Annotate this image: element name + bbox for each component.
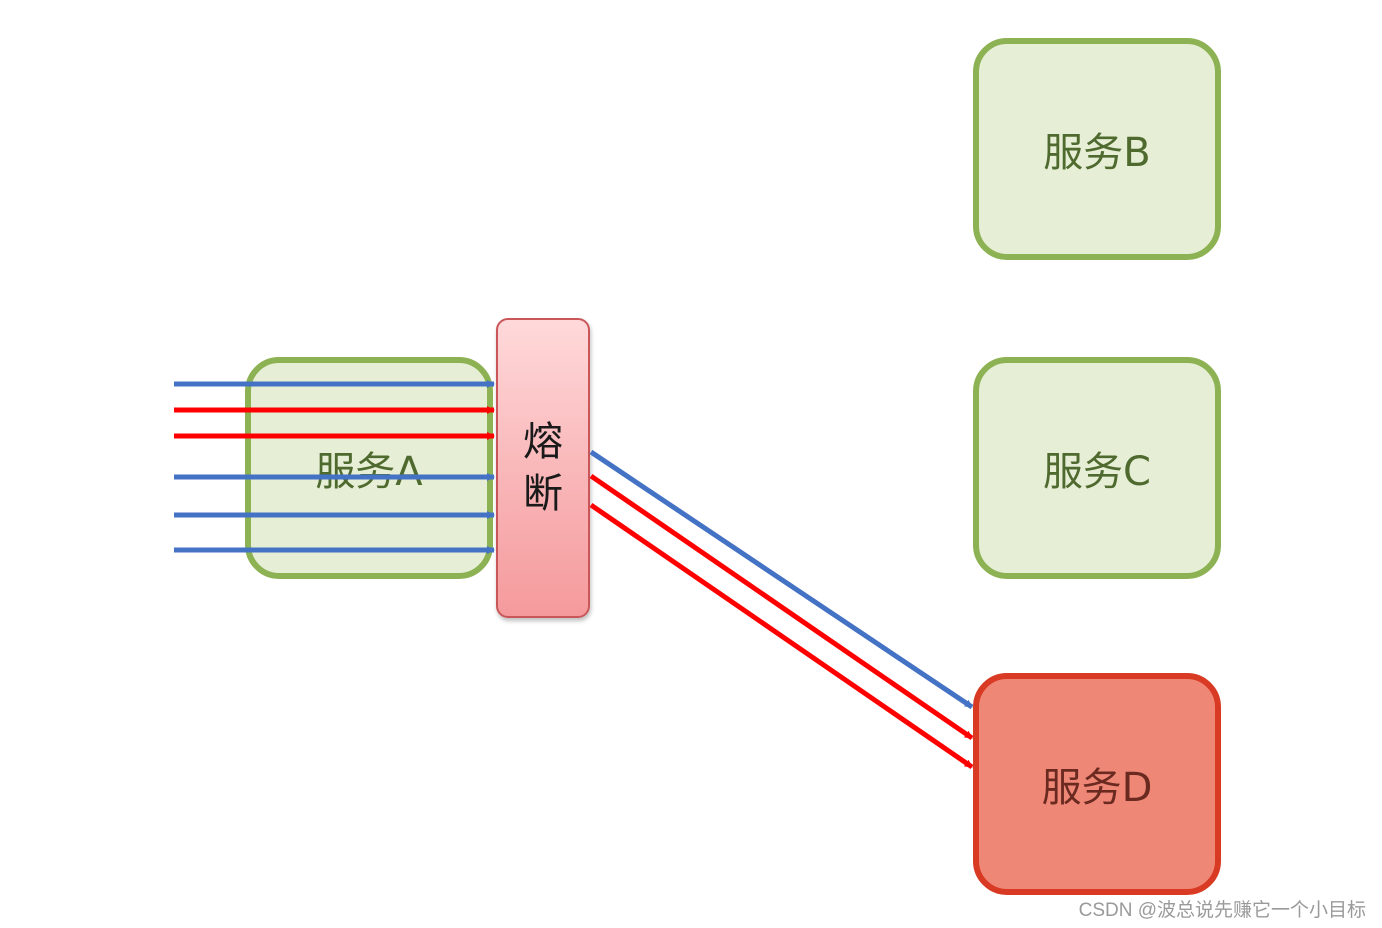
forwarded-request-arrow-2 bbox=[589, 473, 974, 741]
forwarded-request-arrow-1 bbox=[589, 449, 974, 710]
forwarded-request-arrow-3 bbox=[589, 502, 974, 770]
breaker-label-line-2: 断 bbox=[523, 471, 563, 517]
service-a-label: 服务A bbox=[315, 449, 423, 495]
watermark-text: CSDN @波总说先赚它一个小目标 bbox=[1078, 900, 1366, 921]
breaker-label-line-1: 熔 bbox=[523, 419, 563, 465]
service-a-box: 服务A bbox=[245, 357, 493, 579]
circuit-breaker-box: 熔 断 bbox=[496, 318, 590, 618]
service-c-label: 服务C bbox=[1043, 449, 1151, 495]
service-c-box: 服务C bbox=[973, 357, 1221, 579]
service-b-box: 服务B bbox=[973, 38, 1221, 260]
service-d-label: 服务D bbox=[1041, 765, 1153, 811]
service-b-label: 服务B bbox=[1043, 130, 1151, 176]
service-d-box: 服务D bbox=[973, 673, 1221, 895]
